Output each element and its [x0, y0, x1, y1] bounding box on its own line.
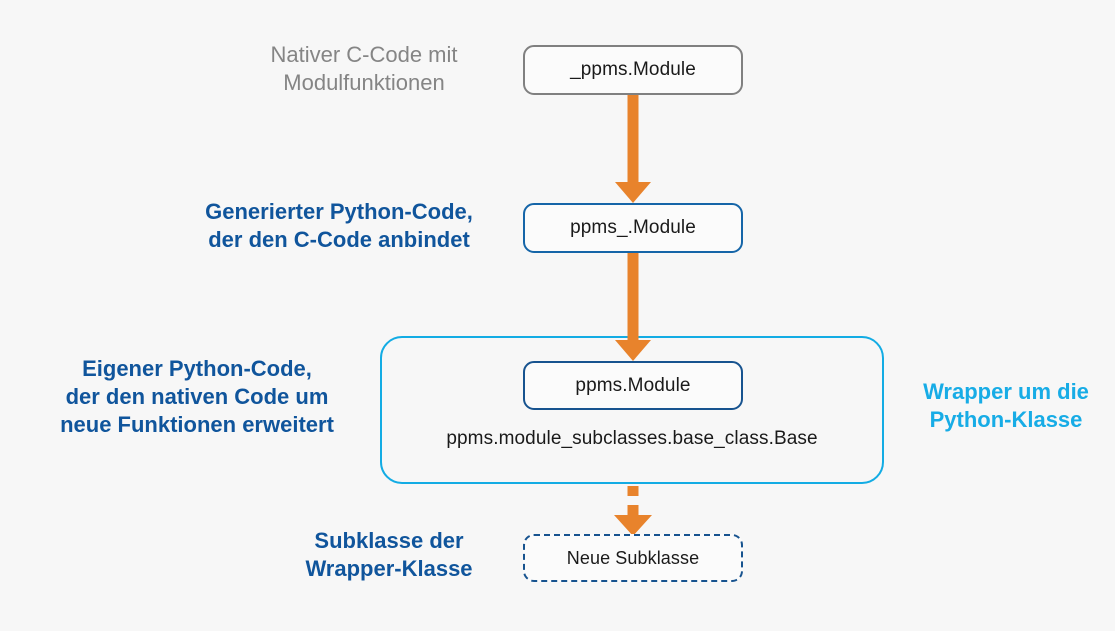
node-wrapped-module[interactable]: ppms.Module	[523, 361, 743, 410]
label-own-python-code: Eigener Python-Code, der den nativen Cod…	[60, 356, 334, 438]
label-native-c-code: Nativer C-Code mit Modulfunktionen	[270, 42, 458, 96]
wrapper-container-box	[380, 336, 884, 484]
arrow-wrapper-to-subclass	[614, 486, 652, 536]
node-generated-module[interactable]: ppms_.Module	[523, 203, 743, 253]
label-generated-python-code: Generierter Python-Code, der den C-Code …	[205, 199, 473, 253]
label-wrapper-python-class: Wrapper um die Python-Klasse	[923, 379, 1089, 433]
base-class-path-text: ppms.module_subclasses.base_class.Base	[446, 428, 818, 449]
label-subclass-of-wrapper: Subklasse der Wrapper-Klasse	[305, 528, 473, 582]
node-native-module[interactable]: _ppms.Module	[523, 45, 743, 95]
node-new-subclass[interactable]: Neue Subklasse	[523, 534, 743, 582]
arrow-native-to-generated	[615, 95, 651, 203]
